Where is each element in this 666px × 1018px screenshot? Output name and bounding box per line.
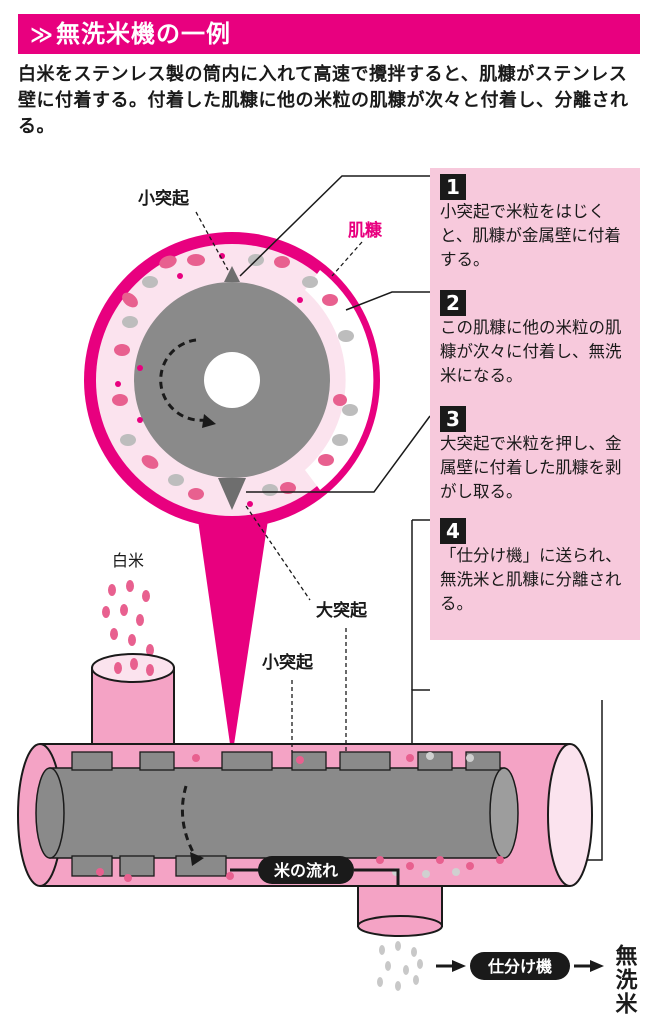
step-number: 2 — [440, 290, 466, 316]
step-number: 1 — [440, 174, 466, 200]
zoom-pointer — [198, 520, 268, 758]
intro-text: 白米をステンレス製の筒内に入れて高速で攪拌すると、肌糠がステンレス壁に付着する。… — [18, 64, 629, 137]
step-4: 4 「仕分け機」に送られ、無洗米と肌糠に分離される。 — [430, 512, 640, 640]
rotation-arrow — [159, 338, 207, 422]
step-1: 1 小突起で米粒をはじくと、肌糠が金属壁に付着する。 — [430, 168, 640, 284]
chevron-icon: ≫ — [30, 23, 55, 48]
cross-section — [84, 232, 380, 528]
main-tube — [17, 743, 593, 887]
step-text: 小突起で米粒をはじくと、肌糠が金属壁に付着する。 — [440, 202, 621, 269]
large-protrusion-label: 大突起 — [316, 600, 368, 621]
step-text: 「仕分け機」に送られ、無洗米と肌糠に分離される。 — [440, 546, 622, 613]
small-protrusion-label-bottom: 小突起 — [262, 652, 314, 673]
white-rice-label: 白米 — [112, 551, 144, 570]
step-3: 3 大突起で米粒を押し、金属壁に付着した肌糠を剥がし取る。 — [430, 400, 640, 512]
title-bar: ≫無洗米機の一例 — [18, 14, 640, 54]
large-protrusion — [218, 478, 246, 510]
step-text: この肌糠に他の米粒の肌糠が次々に付着し、無洗米になる。 — [440, 318, 622, 385]
page-title: 無洗米機の一例 — [56, 20, 232, 48]
rice-flow-label: 米の流れ — [274, 861, 338, 880]
step-number: 4 — [440, 518, 466, 544]
sorter-label: 仕分け機 — [487, 957, 552, 976]
sorter-flow: 仕分け機 — [436, 952, 604, 980]
processed-rice — [377, 941, 423, 991]
step-text: 大突起で米粒を押し、金属壁に付着した肌糠を剥がし取る。 — [440, 434, 622, 501]
inlet-pipe — [91, 653, 175, 759]
rice-flow: 米の流れ — [230, 856, 406, 928]
small-protrusion-label-top: 小突起 — [138, 188, 190, 209]
step-number: 3 — [440, 406, 466, 432]
small-protrusion — [224, 266, 240, 282]
outlet-pipe — [357, 885, 443, 937]
bran-label: 肌糠 — [348, 220, 383, 241]
step-2: 2 この肌糠に他の米粒の肌糠が次々に付着し、無洗米になる。 — [430, 284, 640, 400]
result-label: 無洗米 — [612, 943, 638, 1016]
